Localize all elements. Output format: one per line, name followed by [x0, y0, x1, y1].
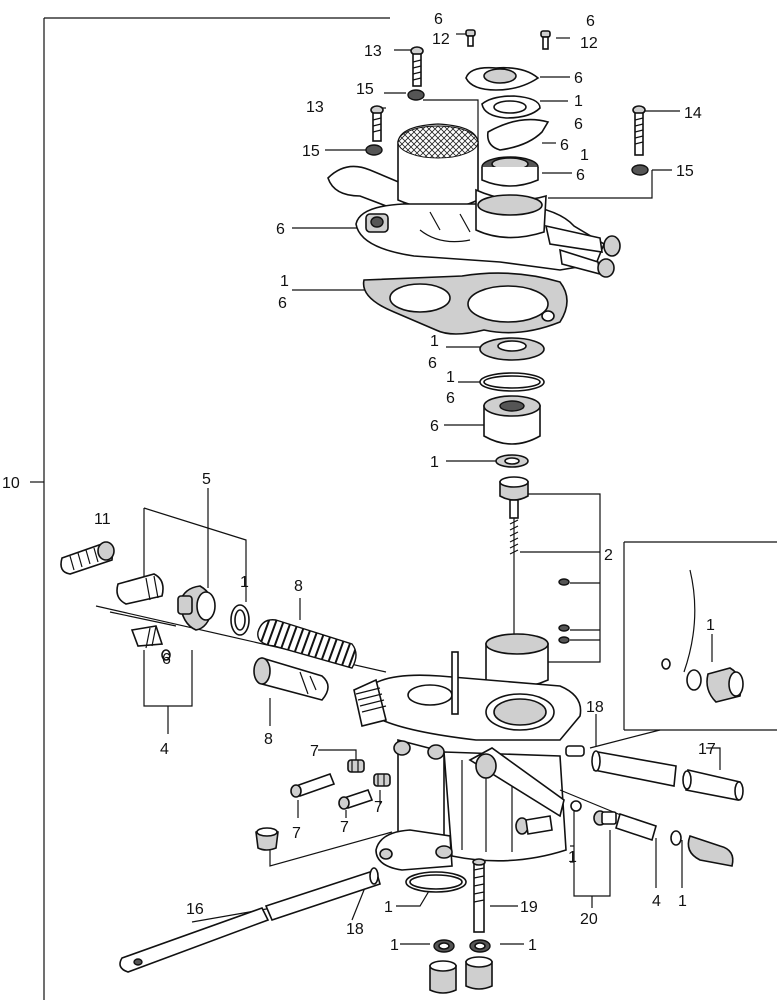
rod-16 — [119, 867, 381, 973]
bottom-parts — [119, 858, 493, 994]
callout-label: 15 — [302, 143, 320, 160]
clip-4 — [130, 625, 171, 661]
callout-label: 1 — [280, 273, 289, 290]
spring-8 — [257, 619, 357, 669]
callout-label: 1 — [446, 369, 455, 386]
dashpot-cover-parts — [465, 66, 550, 187]
callout-label: 1 — [390, 937, 399, 954]
jet-tube — [116, 573, 164, 605]
callout-label: 4 — [160, 741, 169, 758]
plug-bottom-b — [465, 956, 493, 990]
callout-label: 6 — [574, 70, 583, 87]
sleeve-8 — [253, 657, 329, 701]
callout-label: 13 — [364, 43, 382, 60]
callout-label: 4 — [652, 893, 661, 910]
callout-label: 6 — [576, 167, 585, 184]
screw-14 — [632, 105, 646, 156]
right-parts — [559, 750, 744, 867]
callout-label: 6 — [586, 13, 595, 30]
piston-body — [483, 395, 541, 445]
callout-label: 18 — [346, 921, 364, 938]
plug-bottom-a — [429, 960, 457, 994]
spindle-4-right — [559, 789, 734, 867]
nut-5 — [177, 585, 216, 631]
callout-label: 20 — [580, 911, 598, 928]
upper-gasket-stack — [362, 272, 570, 688]
callout-label: 6 — [162, 651, 171, 668]
callout-label: 7 — [374, 799, 383, 816]
callout-label: 1 — [528, 937, 537, 954]
callout-label: 1 — [678, 893, 687, 910]
callout-label: 6 — [278, 295, 287, 312]
callout-label: 1 — [430, 454, 439, 471]
callout-label: 1 — [568, 849, 577, 866]
callout-label: 19 — [520, 899, 538, 916]
leader-lines — [30, 17, 777, 1000]
callout-label: 1 — [430, 333, 439, 350]
screw-13a — [410, 46, 424, 87]
callout-label: 7 — [310, 743, 319, 760]
callout-label: 6 — [434, 11, 443, 28]
callout-label: 16 — [186, 901, 204, 918]
washer-15c — [631, 164, 649, 176]
callout-label: 1 — [384, 899, 393, 916]
callout-label: 7 — [292, 825, 301, 842]
callout-label: 11 — [94, 511, 111, 528]
screw-12a — [465, 29, 476, 47]
callout-label: 10 — [2, 475, 20, 492]
upper-body — [327, 123, 621, 278]
left-parts — [60, 541, 357, 701]
callout-label: 1 — [706, 617, 715, 634]
callout-label: 13 — [306, 99, 324, 116]
callout-label: 12 — [432, 31, 450, 48]
screw-12b — [540, 30, 551, 50]
screws-7 — [255, 759, 391, 851]
callout-label: 7 — [340, 819, 349, 836]
ring-1-left — [230, 604, 250, 636]
callout-label: 6 — [560, 137, 569, 154]
callout-label: 12 — [580, 35, 598, 52]
callout-label: 6 — [428, 355, 437, 372]
callout-label: 8 — [264, 731, 273, 748]
stud-19 — [472, 858, 486, 933]
callout-label: 18 — [586, 699, 604, 716]
callout-labels: 6 12 6 12 13 6 15 1 13 6 14 6 15 1 6 15 … — [2, 11, 716, 954]
callout-label: 17 — [698, 741, 716, 758]
callout-label: 8 — [294, 578, 303, 595]
callout-label: 5 — [202, 471, 211, 488]
tube-17 — [682, 769, 744, 801]
callout-label: 6 — [430, 418, 439, 435]
callout-label: 1 — [580, 147, 589, 164]
needle-assembly — [485, 476, 570, 688]
washer-15b — [365, 144, 383, 156]
callout-label: 1 — [574, 93, 583, 110]
callout-label: 1 — [240, 574, 249, 591]
rod-18-right — [591, 750, 677, 787]
screw-13b — [370, 105, 384, 142]
washer-15a — [407, 89, 425, 101]
callout-label: 6 — [446, 390, 455, 407]
callout-label: 6 — [276, 221, 285, 238]
main-body — [353, 651, 585, 871]
callout-label: 14 — [684, 105, 702, 122]
top-screws — [365, 29, 649, 176]
callout-label: 2 — [604, 547, 613, 564]
callout-label: 15 — [356, 81, 374, 98]
callout-label: 6 — [574, 116, 583, 133]
plug-11 — [60, 541, 115, 575]
callout-label: 15 — [676, 163, 694, 180]
inset-detail — [661, 658, 744, 703]
clip-bracket — [486, 118, 550, 151]
